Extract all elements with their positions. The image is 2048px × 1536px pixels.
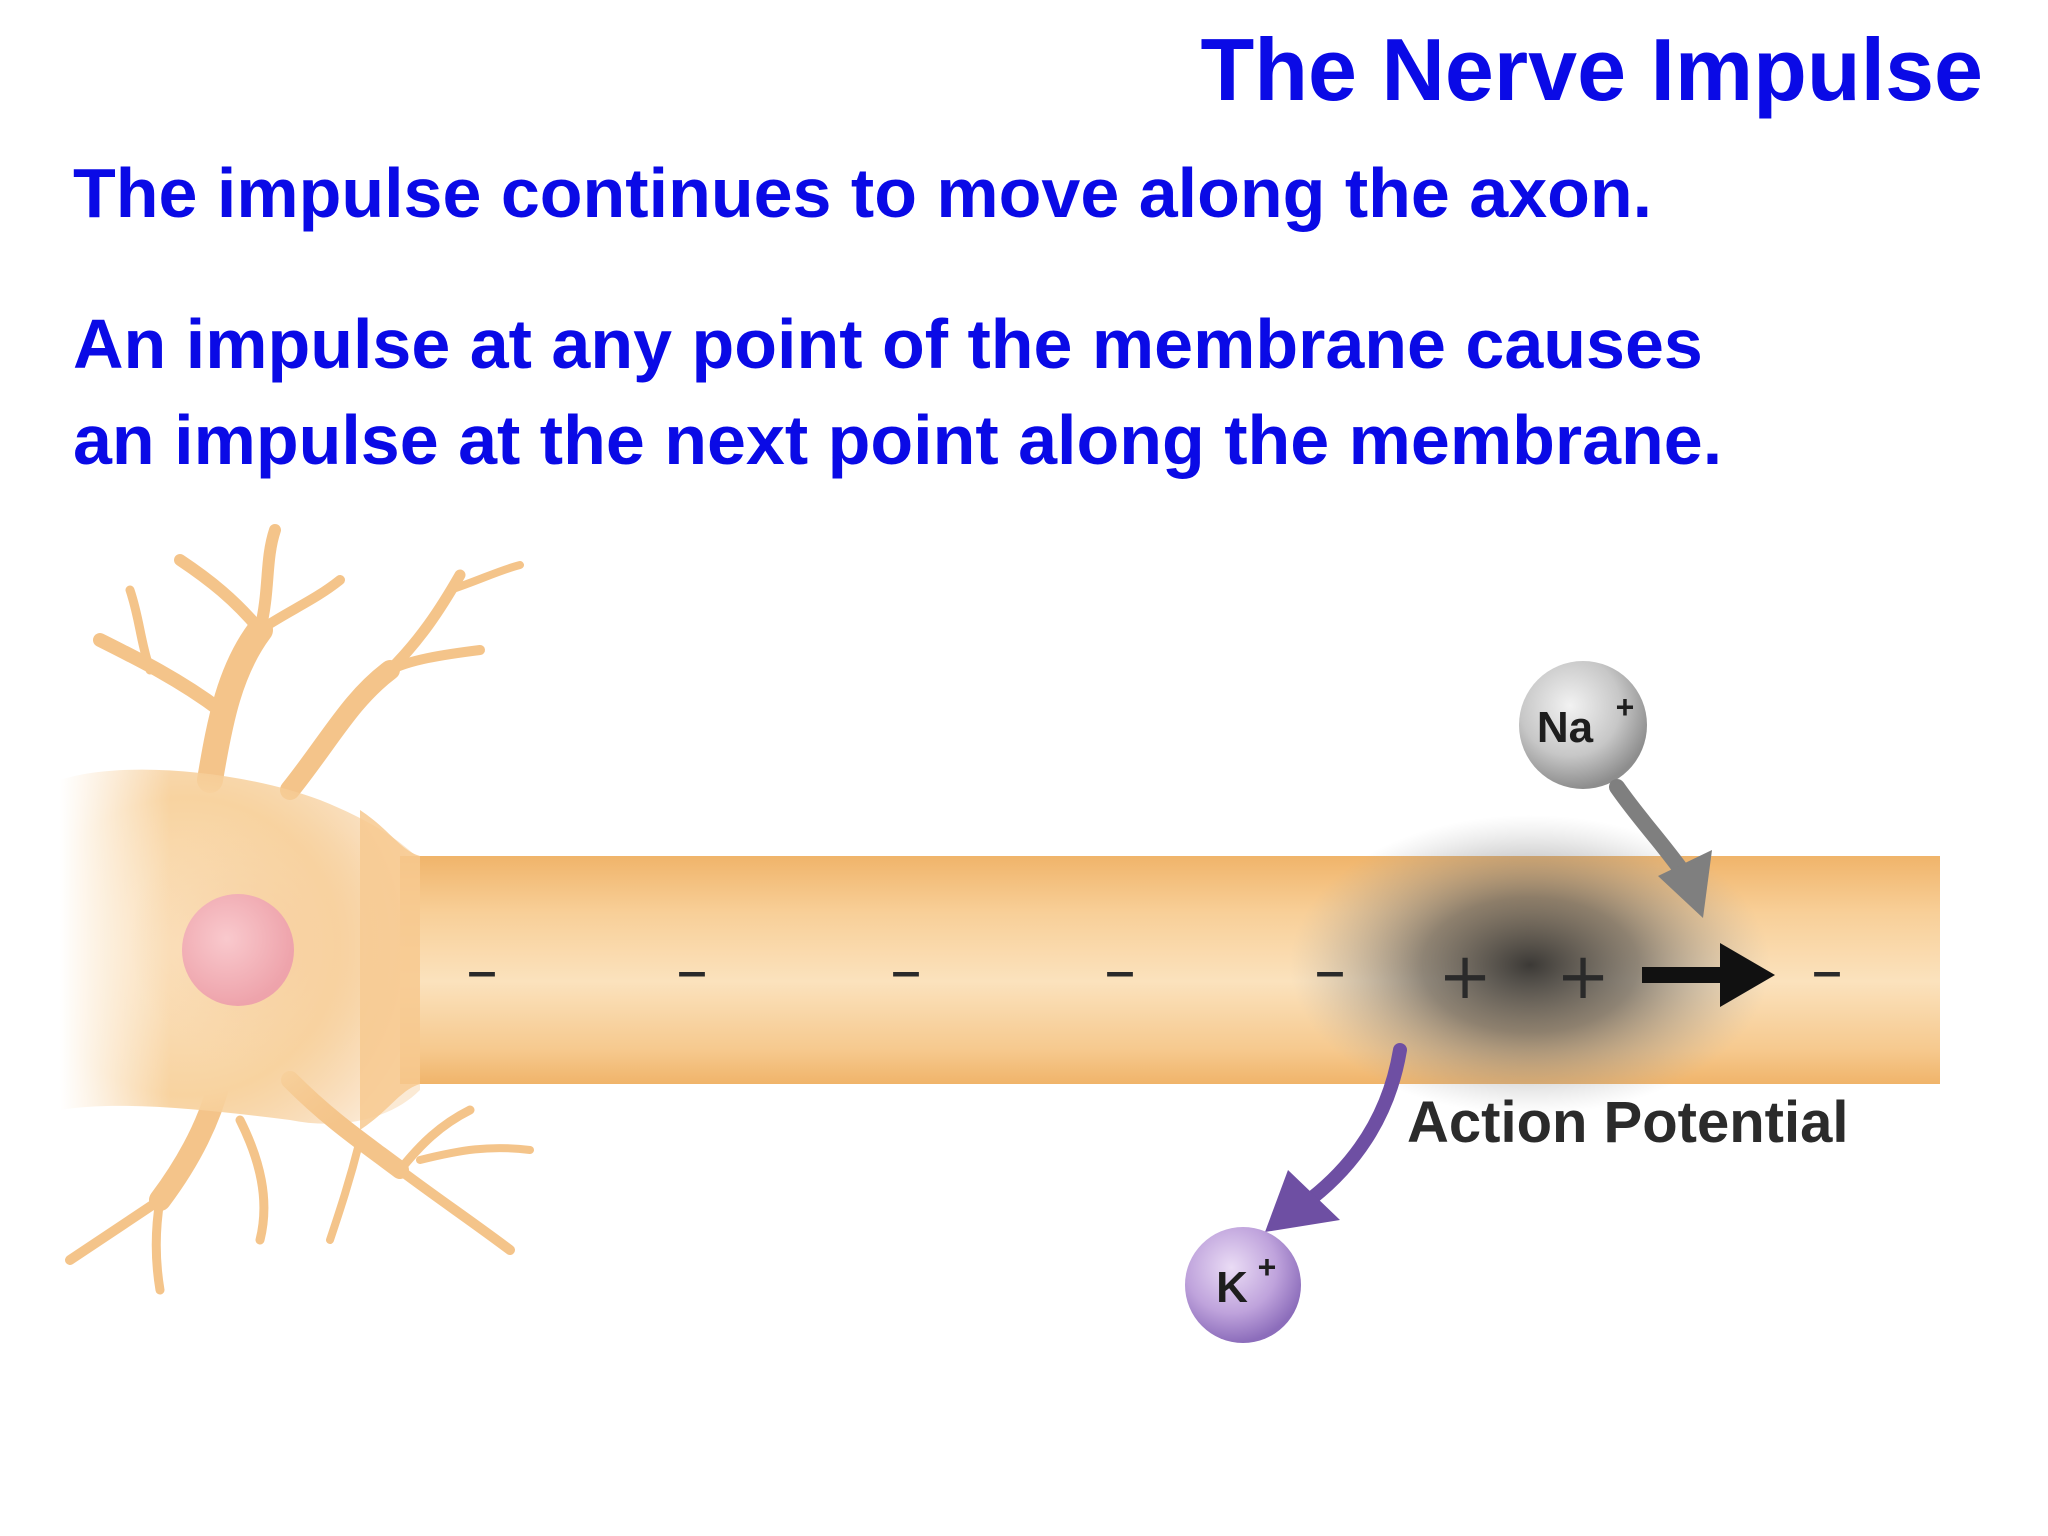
arrow-right-icon (1642, 943, 1775, 1007)
body-text-line-3: an impulse at the next point along the m… (73, 401, 1723, 479)
diagram-svg: – – – – – + + – Na + (60, 524, 1940, 1343)
charge-2: – (676, 934, 708, 1008)
action-potential-zone (1290, 815, 1770, 1115)
na-ion-label: Na (1537, 703, 1594, 752)
k-ion-charge: + (1258, 1249, 1277, 1285)
na-ion-icon: Na + (1519, 661, 1647, 789)
slide-title: The Nerve Impulse (1200, 20, 1983, 119)
charge-7: + (1556, 940, 1610, 1014)
charge-6: + (1438, 940, 1492, 1014)
action-potential-label: Action Potential (1407, 1090, 1848, 1155)
k-ion-icon: K + (1185, 1227, 1301, 1343)
k-ion-label: K (1216, 1263, 1248, 1312)
membrane-charges: – – – – – + + – (466, 934, 1843, 1014)
na-influx-arrow (1609, 779, 1712, 918)
body-text-line-2: An impulse at any point of the membrane … (73, 305, 1703, 383)
nerve-impulse-diagram: – – – – – + + – Na + (60, 520, 2040, 1536)
body-text-line-1: The impulse continues to move along the … (73, 154, 1653, 232)
na-ion-charge: + (1616, 689, 1635, 725)
upper-dendrites (93, 524, 524, 800)
charge-3: – (890, 934, 922, 1008)
nucleus (182, 894, 294, 1006)
charge-1: – (466, 934, 498, 1008)
charge-5: – (1314, 934, 1346, 1008)
charge-8: – (1811, 934, 1843, 1008)
k-efflux-arrow (1265, 1043, 1407, 1232)
charge-4: – (1104, 934, 1136, 1008)
